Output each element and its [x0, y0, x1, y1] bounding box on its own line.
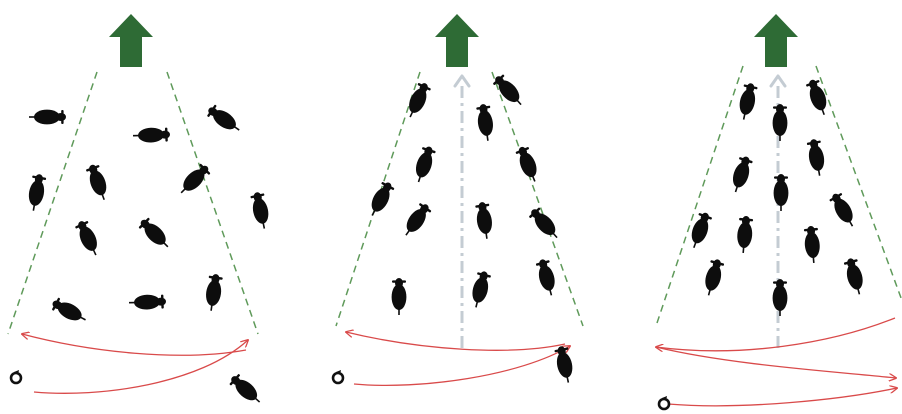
cow-topview-icon: [515, 146, 537, 182]
cow-topview-icon: [138, 217, 169, 248]
cow-topview-icon: [691, 212, 712, 249]
cow-topview-icon: [29, 109, 66, 125]
herder-path-arrow-2: [33, 340, 248, 394]
boundary-line-right: [491, 71, 584, 327]
herder-path-arrow-1: [346, 332, 566, 351]
cow-topview-icon: [476, 104, 493, 141]
herder-path-arrow-2: [655, 346, 896, 378]
herder-icon-3: [657, 396, 671, 411]
cow-topview-icon: [28, 174, 47, 211]
cow-topview-icon: [739, 83, 758, 120]
up-arrow-icon-1: [109, 14, 153, 67]
cow-topview-icon: [772, 279, 788, 316]
boundary-line-right: [815, 65, 902, 303]
cow-topview-icon: [472, 271, 491, 308]
cow-topview-icon: [128, 294, 166, 310]
cow-topview-icon: [415, 146, 436, 183]
up-arrow-icon-3: [754, 14, 798, 67]
herder-path-arrow-1: [656, 317, 896, 351]
cow-topview-icon: [806, 79, 827, 116]
cow-topview-icon: [493, 74, 522, 106]
up-arrow-icon-2: [435, 14, 479, 67]
cow-topview-icon: [843, 258, 863, 295]
cow-topview-icon: [409, 83, 431, 118]
cow-topview-icon: [705, 259, 725, 296]
cow-topview-icon: [391, 278, 407, 315]
herder-path-arrow-2: [353, 346, 570, 386]
boundary-line-right: [166, 71, 259, 335]
cow-topview-icon: [371, 182, 395, 216]
cow-topview-icon: [772, 104, 788, 141]
boundary-line-left: [655, 65, 744, 327]
cow-topview-icon: [207, 104, 240, 131]
herder-path-arrow-1: [22, 334, 247, 356]
cow-topview-icon: [803, 226, 820, 263]
cow-topview-icon: [206, 274, 223, 311]
cow-topview-icon: [554, 346, 573, 383]
cow-topview-icon: [732, 156, 753, 193]
cow-topview-icon: [773, 174, 789, 211]
cow-topview-icon: [475, 202, 492, 239]
cow-topview-icon: [75, 221, 97, 256]
herder-icon-1: [9, 370, 23, 385]
cow-topview-icon: [529, 207, 558, 239]
panel-3: [655, 65, 902, 407]
cow-topview-icon: [806, 139, 825, 176]
cow-topview-icon: [86, 164, 107, 201]
panel-2: [335, 71, 584, 386]
cow-topview-icon: [52, 297, 86, 321]
dashed-lane-arrow-icon: [453, 74, 471, 348]
cow-topview-icon: [829, 193, 854, 227]
herder-icon-2: [331, 370, 345, 385]
cow-topview-icon: [737, 216, 754, 253]
cow-topview-icon: [535, 259, 555, 296]
cow-topview-icon: [229, 374, 261, 403]
cow-topview-icon: [132, 127, 170, 143]
boundary-line-left: [7, 71, 98, 335]
panel-1: [7, 71, 269, 403]
cow-topview-icon: [405, 203, 432, 236]
cow-topview-icon: [250, 192, 269, 229]
cow-topview-icon: [180, 163, 211, 194]
herder-path-arrow-3: [667, 388, 897, 407]
